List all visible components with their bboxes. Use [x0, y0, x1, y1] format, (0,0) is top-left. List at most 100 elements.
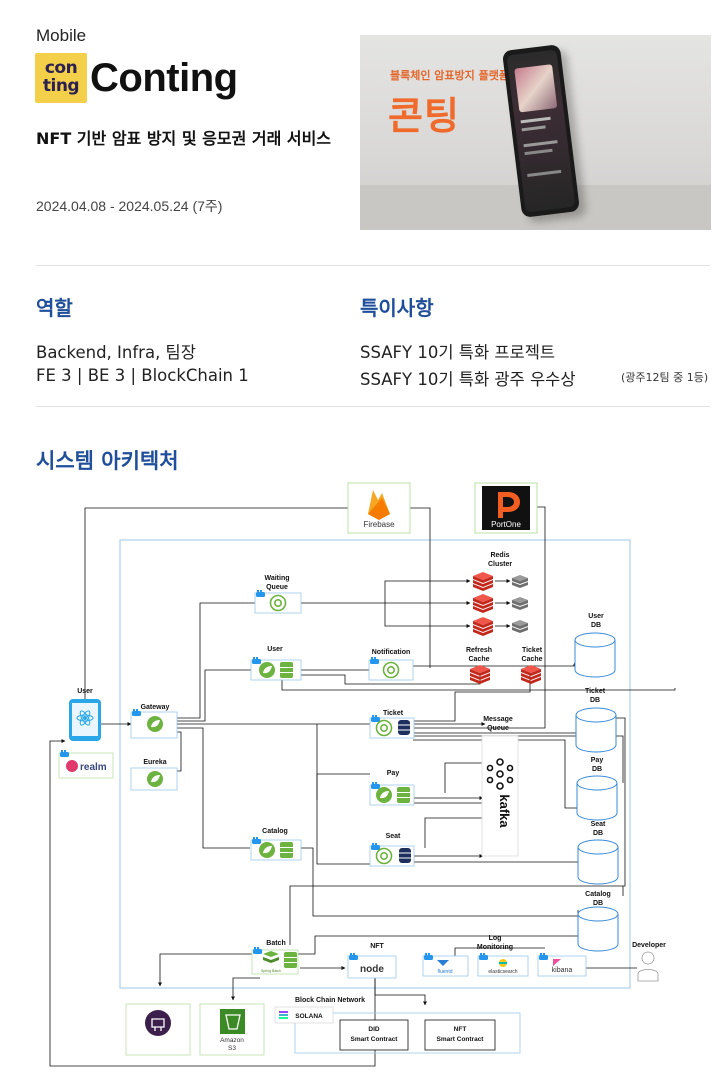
screen-line	[521, 125, 546, 132]
waiting-queue-box	[254, 592, 302, 614]
fluentd-label: fluentd	[437, 969, 452, 975]
ticket-db-label-2: DB	[590, 697, 600, 704]
ticket-cache-label-2: Cache	[521, 656, 542, 663]
nft-contract-box	[424, 1019, 496, 1051]
role-line: Backend, Infra, 팀장	[36, 343, 196, 362]
ticket-db-cylinder	[575, 707, 617, 753]
message-queue-label-1: Message	[483, 716, 513, 723]
firebase-label: Firebase	[363, 520, 395, 529]
did-contract-label-1: DID	[368, 1026, 380, 1033]
spring-icon	[376, 787, 392, 803]
refresh-cache-label-1: Refresh	[466, 647, 492, 654]
docker-icon	[253, 947, 262, 954]
developer-icon	[637, 951, 659, 982]
spring-icon	[259, 842, 275, 858]
spring-batch-icon	[263, 951, 279, 963]
did-contract-label-2: Smart Contract	[351, 1036, 399, 1043]
user-db-cylinder	[574, 632, 616, 678]
log-monitoring-label-1: Log	[489, 935, 502, 942]
architecture-diagram: Firebase PortOne Redis Cluster Waiting Q…	[49, 482, 676, 1067]
logo-text-bottom: ting	[42, 76, 80, 96]
redis-icon	[473, 572, 493, 591]
redis-replica-icon	[512, 597, 528, 610]
docker-icon	[539, 953, 548, 960]
docker-icon	[252, 837, 261, 844]
solana-icon	[279, 1011, 288, 1019]
project-category: Mobile	[36, 26, 87, 45]
pay-db-label-2: DB	[592, 766, 602, 773]
client-user-label: User	[77, 688, 93, 695]
docker-icon	[424, 953, 433, 960]
redis-icon	[473, 617, 493, 636]
catalog-db-cylinder	[577, 906, 619, 952]
message-queue-label-2: Queue	[487, 725, 509, 732]
fluentd-box	[422, 955, 469, 977]
realm-icon	[66, 760, 78, 772]
notification-box	[368, 659, 414, 681]
pay-service-label: Pay	[387, 770, 400, 777]
catalog-db-label-2: DB	[593, 900, 603, 907]
kibana-icon	[553, 959, 561, 966]
divider	[36, 265, 710, 266]
docker-icon	[371, 782, 380, 789]
solana-label: SOLANA	[295, 1013, 323, 1020]
spring-icon	[259, 662, 275, 678]
screen-line	[527, 169, 562, 177]
kafka-icon	[486, 758, 514, 790]
amazon-s3-label-1: Amazon	[220, 1037, 244, 1044]
catalog-service-label: Catalog	[262, 828, 288, 835]
docker-icon	[371, 843, 380, 850]
fluentd-icon	[437, 960, 449, 966]
user-service-label: User	[267, 646, 283, 653]
kibana-label: kibana	[552, 967, 573, 974]
refresh-cache-label-2: Cache	[468, 656, 489, 663]
docker-icon	[370, 657, 379, 664]
project-title: Conting	[90, 56, 238, 100]
kafka-box	[481, 735, 519, 857]
developer-label: Developer	[632, 942, 666, 949]
project-period: 2024.04.08 - 2024.05.24 (7주)	[36, 198, 223, 214]
kibana-box	[537, 955, 587, 977]
spring-icon	[147, 771, 163, 787]
spring-icon	[147, 716, 163, 732]
docker-icon	[256, 590, 265, 597]
gateway-label: Gateway	[141, 704, 170, 711]
ticket-cache-label-1: Ticket	[522, 647, 543, 654]
poster-thumbnail	[514, 64, 558, 113]
role-line: FE 3 | BE 3 | BlockChain 1	[36, 366, 249, 385]
catalog-db-label-1: Catalog	[585, 891, 611, 898]
eureka-label: Eureka	[143, 759, 166, 766]
nft-contract-label-2: Smart Contract	[437, 1036, 485, 1043]
db-icon	[398, 847, 412, 864]
screen-line	[523, 140, 558, 148]
award-note: (광주12팀 중 1등)	[621, 371, 709, 384]
log-monitoring-label-2: Monitoring	[477, 944, 513, 951]
hero-image: 블록체인 암표방지 플랫폼 콘팅	[360, 35, 711, 230]
solana-box	[274, 1006, 334, 1024]
user-db-label-2: DB	[591, 622, 601, 629]
screen-line	[524, 148, 553, 156]
redis-label-1: Redis	[490, 552, 509, 559]
s3-icon	[220, 1009, 245, 1034]
docker-icon	[252, 657, 261, 664]
docker-icon	[349, 953, 358, 960]
docker-icon	[371, 715, 380, 722]
github-actions-icon	[145, 1010, 171, 1036]
portone-label: PortOne	[491, 520, 521, 529]
ticket-db-label-1: Ticket	[585, 688, 606, 695]
logo-text-top: con	[44, 58, 78, 78]
docker-icon	[60, 750, 69, 757]
batch-label: Batch	[266, 940, 285, 947]
kafka-label: kafka	[497, 794, 512, 828]
role-heading: 역할	[36, 296, 73, 320]
hero-caption: 블록체인 암표방지 플랫폼	[390, 69, 509, 82]
elasticsearch-label: elasticsearch	[488, 969, 517, 975]
redis-replica-icon	[512, 620, 528, 633]
special-line: SSAFY 10기 특화 광주 우수상	[360, 370, 576, 389]
user-db-label-1: User	[588, 613, 604, 620]
divider	[36, 406, 710, 407]
realm-label: realm	[80, 762, 107, 773]
refresh-cache-icon	[470, 665, 490, 684]
architecture-heading: 시스템 아키텍처	[36, 449, 179, 473]
db-icon	[283, 951, 298, 969]
